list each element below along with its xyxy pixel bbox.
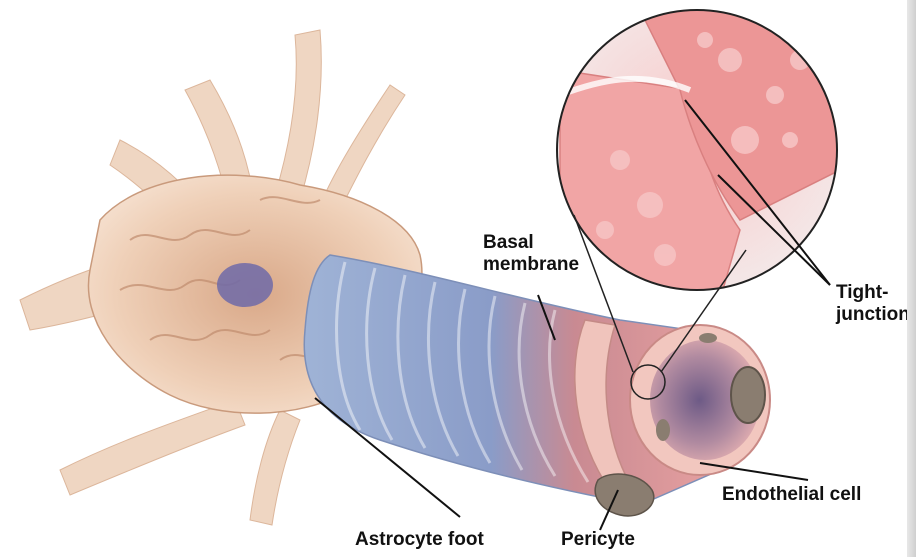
pericyte-label: Pericyte <box>561 529 635 551</box>
tight-junction-label-line1: Tight- <box>836 282 910 304</box>
tight-junction-label-line2: junction <box>836 304 910 326</box>
endothelial-nucleus <box>731 367 765 423</box>
page-edge-shadow <box>907 0 916 557</box>
tight-junction-label: Tight- junction <box>836 282 910 326</box>
basal-membrane-label-line2: membrane <box>483 254 579 276</box>
tight-junction-zoom <box>557 10 840 300</box>
basal-membrane-label: Basal membrane <box>483 232 579 276</box>
endothelial-nucleus-small <box>656 419 670 441</box>
endothelial-cell-label: Endothelial cell <box>722 484 861 506</box>
astrocyte-nucleus <box>217 263 273 307</box>
endothelial-nucleus-top <box>699 333 717 343</box>
astrocyte-foot-label: Astrocyte foot <box>355 529 484 551</box>
basal-membrane-label-line1: Basal <box>483 232 579 254</box>
